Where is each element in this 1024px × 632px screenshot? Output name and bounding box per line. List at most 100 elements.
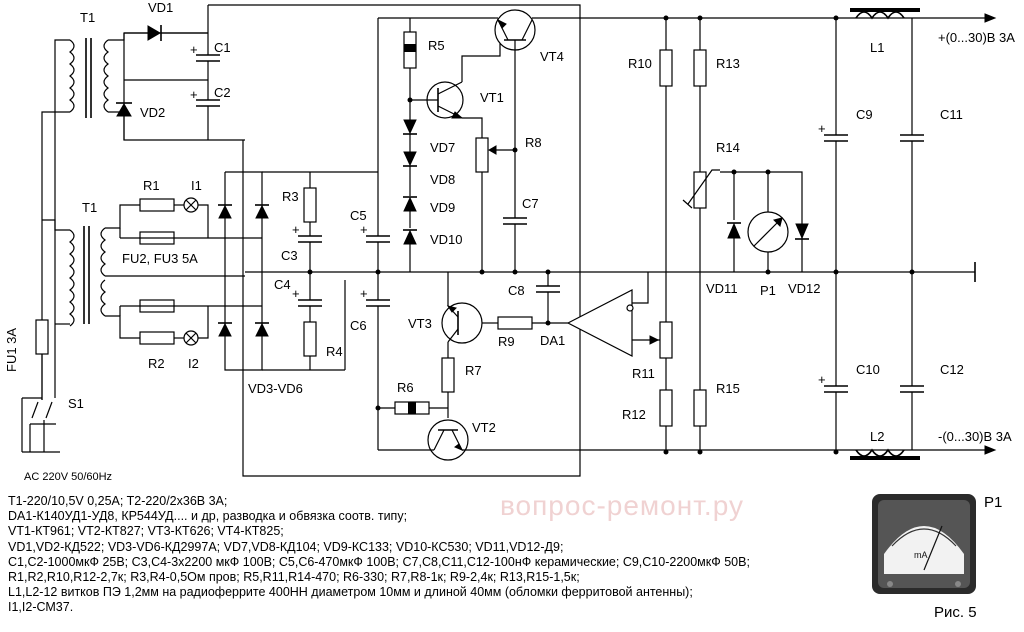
label-vt4: VT4 bbox=[540, 49, 564, 64]
transformer-t1-top: T1 bbox=[69, 10, 109, 118]
capacitor-c12: C12 bbox=[900, 362, 964, 393]
fuse-fu3 bbox=[139, 299, 175, 313]
capacitor-c7: C7 bbox=[503, 196, 539, 225]
diode-vd10: VD10 bbox=[403, 229, 463, 247]
diode-vd1: VD1 bbox=[147, 0, 173, 41]
label-r11: R11 bbox=[632, 366, 655, 381]
label-r1: R1 bbox=[143, 178, 160, 193]
diode-vd12: VD12 bbox=[788, 223, 821, 296]
label-r6: R6 bbox=[397, 380, 414, 395]
meter-photo-label: P1 bbox=[984, 494, 1003, 511]
potentiometer-r8: R8 bbox=[475, 135, 542, 173]
parts-list-line: C1,C2-1000мкФ 25В; С3,С4-3х2200 мкФ 100В… bbox=[8, 554, 750, 569]
capacitor-c3: + C3 bbox=[281, 222, 322, 263]
label-c2: C2 bbox=[214, 85, 231, 100]
meter-unit-label: mA bbox=[914, 550, 928, 560]
diode-vd9: VD9 bbox=[403, 196, 455, 215]
resistor-r7: R7 bbox=[441, 357, 482, 393]
label-r12: R12 bbox=[622, 407, 646, 422]
resistor-r2: R2 bbox=[139, 331, 175, 371]
label-c5: C5 bbox=[350, 208, 367, 223]
capacitor-c4: + C4 bbox=[274, 277, 322, 307]
label-vd8: VD8 bbox=[430, 172, 455, 187]
capacitor-c8: C8 bbox=[508, 283, 560, 298]
label-r5: R5 bbox=[428, 38, 445, 53]
diode-vd11: VD11 bbox=[706, 222, 741, 296]
label-output-positive: +(0...30)В 3А bbox=[938, 30, 1015, 45]
label-r13: R13 bbox=[716, 56, 740, 71]
diode-vd8: VD8 bbox=[403, 151, 455, 187]
svg-text:+: + bbox=[818, 121, 826, 136]
fuse-fu2 bbox=[139, 231, 175, 245]
label-c4: C4 bbox=[274, 277, 291, 292]
capacitor-c5: + C5 bbox=[350, 208, 390, 243]
resistor-r5: R5 bbox=[403, 31, 445, 69]
parts-list: T1-220/10,5V 0,25A; T2-220/2х36В 3А; DA1… bbox=[8, 494, 868, 616]
inductor-l1: L1 bbox=[850, 8, 920, 55]
transformer-t2: T1 bbox=[69, 200, 106, 327]
resistor-r4: R4 bbox=[303, 321, 343, 359]
label-c8: C8 bbox=[508, 283, 525, 298]
label-c1: C1 bbox=[214, 40, 231, 55]
ac-input-label: AC 220V 50/60Hz bbox=[24, 471, 113, 483]
label-r9: R9 bbox=[498, 334, 515, 349]
resistor-r1: R1 bbox=[139, 178, 175, 212]
resistor-r3: R3 bbox=[282, 187, 317, 223]
capacitor-c6: + C6 bbox=[350, 286, 390, 333]
resistor-r6: R6 bbox=[394, 380, 430, 415]
label-vd1: VD1 bbox=[148, 0, 173, 15]
capacitor-c1: + C1 bbox=[190, 40, 231, 62]
meter-p1-symbol: P1 bbox=[747, 211, 789, 298]
label-da1: DA1 bbox=[540, 333, 565, 348]
resistor-r13: R13 bbox=[693, 49, 740, 87]
label-p1: P1 bbox=[760, 283, 776, 298]
label-l2: L2 bbox=[870, 429, 884, 444]
potentiometer-r14: R14 bbox=[682, 140, 740, 209]
parts-list-line: L1,L2-12 витков ПЭ 1,2мм на радиоферрите… bbox=[8, 585, 693, 600]
capacitor-c9: + C9 bbox=[818, 107, 873, 142]
transistor-vt3: VT3 bbox=[408, 302, 483, 344]
parts-list-line: DA1-К140УД1-УД8, КР544УД.... и др, разво… bbox=[8, 509, 408, 524]
label-t2: T1 bbox=[82, 200, 97, 215]
label-r14: R14 bbox=[716, 140, 740, 155]
svg-text:+: + bbox=[292, 222, 300, 237]
diode-vd7: VD7 bbox=[403, 119, 455, 155]
label-r2: R2 bbox=[148, 356, 165, 371]
diode-bridge-vd3-vd6: VD3-VD6 bbox=[218, 204, 303, 396]
label-vd10: VD10 bbox=[430, 232, 463, 247]
label-vt2: VT2 bbox=[472, 420, 496, 435]
resistor-r15: R15 bbox=[693, 381, 740, 427]
label-c3: C3 bbox=[281, 248, 298, 263]
label-c12: C12 bbox=[940, 362, 964, 377]
transistor-vt2: VT2 bbox=[427, 419, 496, 461]
resistor-r12: R12 bbox=[622, 389, 673, 427]
parts-list-line: T1-220/10,5V 0,25A; T2-220/2х36В 3А; bbox=[8, 494, 228, 508]
label-c7: C7 bbox=[522, 196, 539, 211]
svg-text:+: + bbox=[818, 372, 826, 387]
label-s1: S1 bbox=[68, 396, 84, 411]
label-c10: C10 bbox=[856, 362, 880, 377]
label-r7: R7 bbox=[465, 363, 482, 378]
svg-text:+: + bbox=[190, 42, 198, 57]
parts-list-line: VD1,VD2-КД522; VD3-VD6-КД2997А; VD7,VD8-… bbox=[8, 539, 564, 554]
label-c9: C9 bbox=[856, 107, 873, 122]
lamp-i1: I1 bbox=[183, 178, 202, 213]
label-vd2: VD2 bbox=[140, 105, 165, 120]
switch-s1: S1 bbox=[21, 380, 84, 453]
label-i1: I1 bbox=[191, 178, 202, 193]
parts-list-line: VT1-КТ961; VT2-КТ827; VT3-КТ626; VT4-КТ8… bbox=[8, 524, 284, 539]
label-c11: C11 bbox=[940, 107, 963, 122]
label-r8: R8 bbox=[525, 135, 542, 150]
label-r10: R10 bbox=[628, 56, 652, 71]
label-fu23: FU2, FU3 5A bbox=[122, 251, 198, 266]
label-i2: I2 bbox=[188, 356, 199, 371]
label-fu1: FU1 3A bbox=[4, 328, 19, 372]
label-vt1: VT1 bbox=[480, 90, 504, 105]
resistor-r9: R9 bbox=[497, 316, 533, 349]
label-vd7: VD7 bbox=[430, 140, 455, 155]
parts-list-line: I1,I2-СМ37. bbox=[8, 600, 74, 615]
label-vd11: VD11 bbox=[706, 281, 738, 296]
capacitor-c2: + C2 bbox=[190, 85, 231, 107]
capacitor-c10: + C10 bbox=[818, 362, 880, 393]
figure-caption: Рис. 5 bbox=[934, 604, 977, 621]
